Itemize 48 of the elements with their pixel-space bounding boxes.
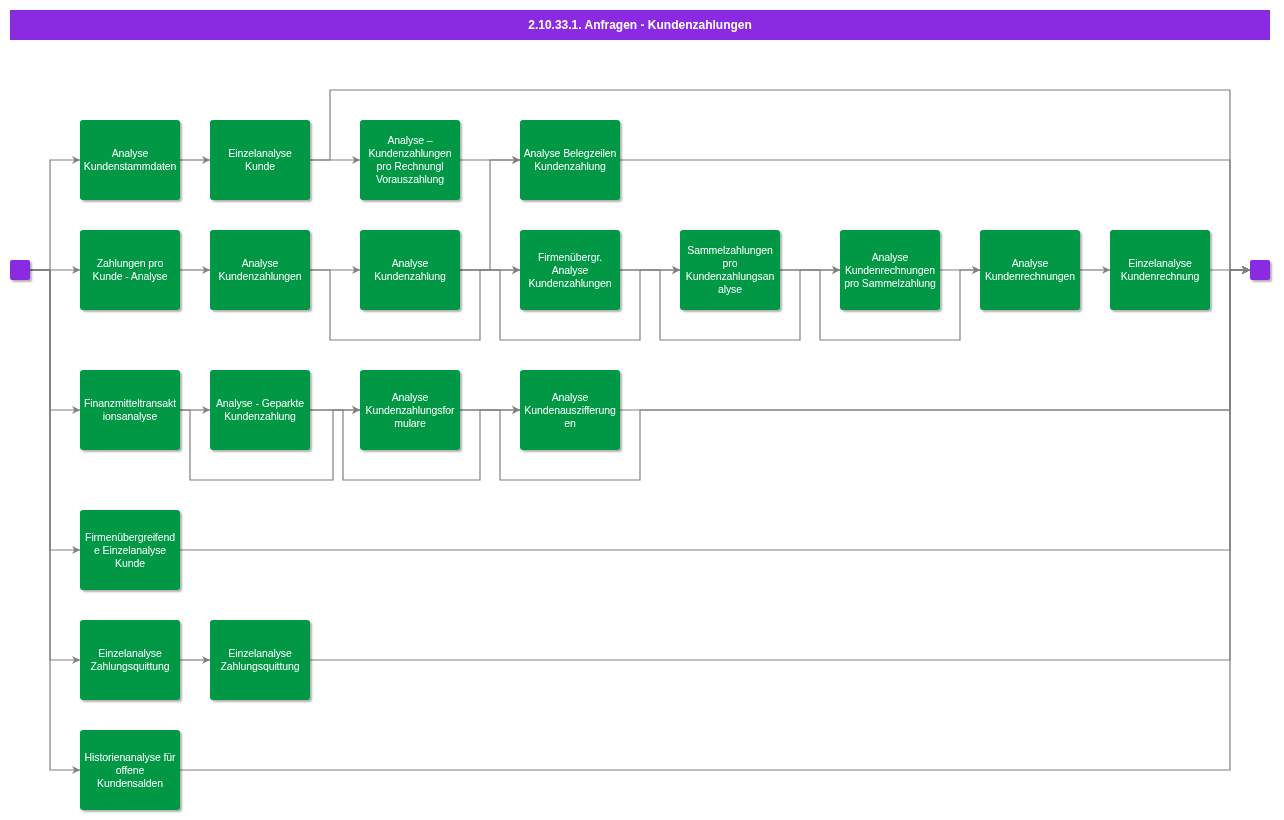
box-label: Analyse - Geparkte Kundenzahlung bbox=[214, 397, 306, 423]
process-box bbox=[80, 120, 180, 200]
process-box bbox=[840, 230, 940, 310]
process-box bbox=[210, 370, 310, 450]
process-box bbox=[520, 230, 620, 310]
process-box bbox=[80, 730, 180, 810]
arrow bbox=[939, 266, 981, 274]
arrow bbox=[179, 156, 211, 164]
box-label: Analyse Kundenrechnungen bbox=[983, 257, 1077, 283]
box-label: Einzelanalyse Zahlungsquittung bbox=[89, 647, 171, 673]
box-label: Zahlungen pro Kunde - Analyse bbox=[91, 257, 169, 283]
box-label: Historienanalyse für offene Kundensalden bbox=[83, 750, 177, 790]
process-box bbox=[680, 230, 780, 310]
box-label: Analyse Kundenzahlungsformulare bbox=[364, 390, 456, 430]
process-box bbox=[360, 120, 460, 200]
box-label: Einzelanalyse Kundenrechnung bbox=[1119, 257, 1201, 283]
process-box bbox=[1110, 230, 1210, 310]
arrow bbox=[1079, 266, 1111, 274]
box-label: Finanzmitteltransaktionsanalyse bbox=[83, 397, 177, 423]
end-square bbox=[1250, 260, 1270, 280]
box-label: Firmenübergr. Analyse Kundenzahlungen bbox=[527, 250, 613, 290]
box-label: Analyse Kundenrechnungen pro Sammelzahlung bbox=[843, 250, 937, 290]
process-box bbox=[80, 230, 180, 310]
box-label: Einzelanalyse Kunde bbox=[227, 147, 293, 173]
process-box bbox=[210, 120, 310, 200]
start-square bbox=[10, 260, 30, 280]
box-label: Analyse – Kundenzahlungen pro Rechnungl Vorauszahlung bbox=[367, 134, 453, 186]
process-box bbox=[80, 620, 180, 700]
process-box bbox=[520, 120, 620, 200]
box-label: Firmenübergreifende Einzelanalyse Kunde bbox=[84, 530, 176, 570]
process-box bbox=[80, 510, 180, 590]
box-label: Analyse Kundenstammdaten bbox=[83, 147, 177, 173]
box-label: Sammelzahlungen pro Kundenzahlungsanalyse bbox=[684, 244, 776, 296]
title-bar: 2.10.33.1. Anfragen - Kundenzahlungen bbox=[10, 10, 1270, 40]
box-label: Analyse Kundenzahlung bbox=[373, 257, 447, 283]
arrow bbox=[179, 656, 211, 664]
process-box bbox=[980, 230, 1080, 310]
box-label: Analyse Belegzeilen Kundenzahlung bbox=[523, 147, 617, 173]
process-box bbox=[360, 370, 460, 450]
box-label: Analyse Kundenzahlungen bbox=[217, 257, 303, 283]
process-box bbox=[520, 370, 620, 450]
box-label: Analyse Kundenauszifferungen bbox=[523, 390, 617, 430]
process-box bbox=[80, 370, 180, 450]
box-label: Einzelanalyse Zahlungsquittung bbox=[219, 647, 301, 673]
process-box bbox=[210, 620, 310, 700]
process-box bbox=[360, 230, 460, 310]
arrow bbox=[179, 266, 211, 274]
process-box bbox=[210, 230, 310, 310]
